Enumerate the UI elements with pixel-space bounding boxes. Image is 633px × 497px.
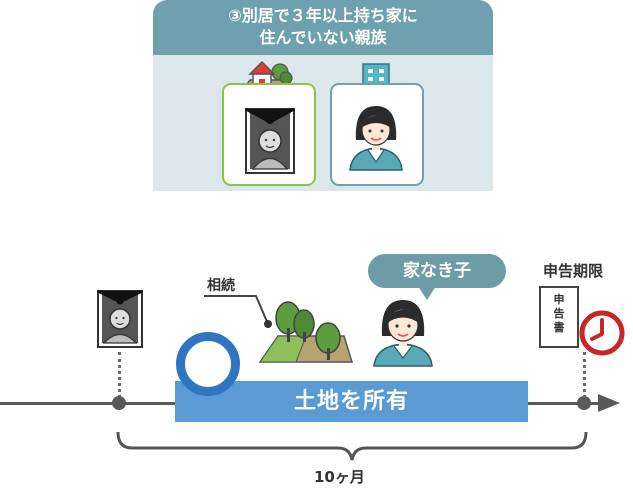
document-char-2: 告 [553, 307, 565, 320]
heir-woman-icon [373, 300, 433, 367]
start-ring-marker [176, 332, 240, 396]
deceased-portrait-icon [97, 289, 143, 348]
panel-title-line2: 住んでいない親族 [259, 28, 387, 47]
memorial-portrait-icon [245, 107, 295, 174]
land-ownership-bar: 土地を所有 [175, 381, 528, 422]
heir-bubble-tail [418, 286, 436, 300]
woman-avatar-icon [349, 106, 403, 171]
filing-deadline-label: 申告期限 [543, 262, 604, 280]
deceased-parent-card [222, 83, 316, 186]
panel-title-line1: ③別居で３年以上持ち家に [228, 6, 418, 25]
duration-brace [116, 431, 588, 461]
inheritance-leader-line [204, 295, 272, 328]
panel-header: ③別居で３年以上持ち家に 住んでいない親族 [153, 0, 493, 55]
dotted-connector-right [583, 352, 586, 398]
dotted-connector-left [118, 352, 121, 398]
timeline-arrowhead [598, 394, 620, 412]
document-char-3: 書 [553, 321, 565, 334]
death-point-dot [112, 396, 126, 410]
duration-label: 10ヶ月 [314, 468, 365, 486]
deadline-point-dot [577, 396, 591, 410]
document-char-1: 申 [553, 293, 565, 306]
clock-icon [579, 310, 625, 356]
condition-panel: ③別居で３年以上持ち家に 住んでいない親族 [153, 0, 493, 191]
land-with-trees-icon [258, 301, 354, 363]
tax-return-document-icon: 申 告 書 [539, 286, 579, 348]
heir-bubble: 家なき子 [368, 254, 506, 288]
inheritance-label: 相続 [207, 278, 235, 294]
